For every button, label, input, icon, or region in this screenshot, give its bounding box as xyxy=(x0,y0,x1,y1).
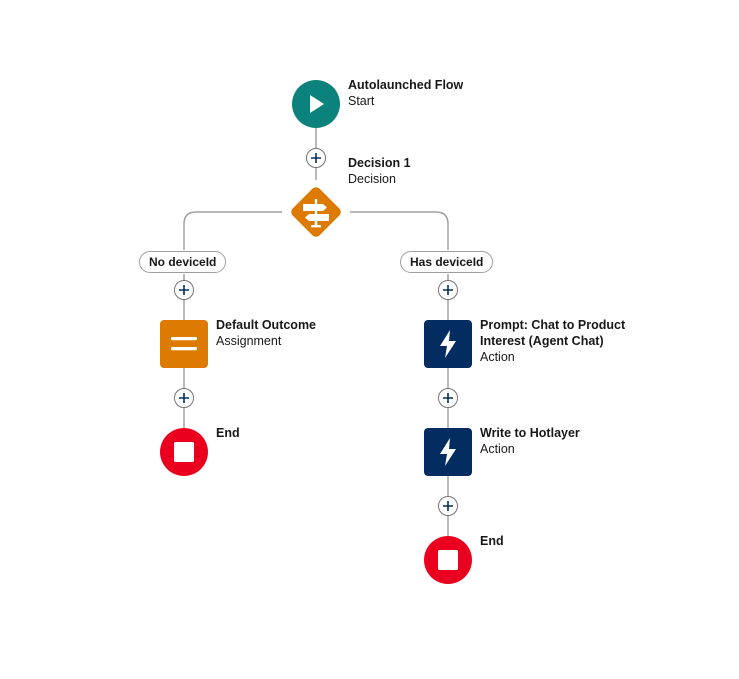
action-title-hotlayer: Write to Hotlayer xyxy=(480,426,580,440)
assignment-node[interactable] xyxy=(160,320,208,368)
lightning-bolt-icon xyxy=(440,330,456,358)
plus-icon xyxy=(179,285,189,295)
plus-icon xyxy=(311,153,321,163)
action-label-hotlayer: Write to Hotlayer Action xyxy=(480,425,580,457)
decision-node[interactable] xyxy=(283,179,349,245)
lightning-bolt-icon xyxy=(440,438,456,466)
start-subtitle: Start xyxy=(348,94,375,108)
end-title-right: End xyxy=(480,534,504,548)
plus-icon xyxy=(443,393,453,403)
action-node-hotlayer[interactable] xyxy=(424,428,472,476)
stop-icon xyxy=(174,442,194,462)
assignment-label: Default Outcome Assignment xyxy=(216,317,316,349)
end-label-left: End xyxy=(216,425,240,441)
add-element-button[interactable] xyxy=(438,496,458,516)
outcome-has-deviceid[interactable]: Has deviceId xyxy=(400,251,494,273)
action-subtitle-hotlayer: Action xyxy=(480,442,515,456)
end-node-right[interactable] xyxy=(424,536,472,584)
start-title: Autolaunched Flow xyxy=(348,78,464,92)
add-element-button[interactable] xyxy=(438,388,458,408)
decision-label: Decision 1 Decision xyxy=(348,155,411,187)
assignment-title: Default Outcome xyxy=(216,318,317,332)
end-title-left: End xyxy=(216,426,240,440)
add-element-button[interactable] xyxy=(174,388,194,408)
end-node-left[interactable] xyxy=(160,428,208,476)
stop-icon xyxy=(438,550,458,570)
plus-icon xyxy=(443,285,453,295)
action-label-prompt: Prompt: Chat to Product Interest (Agent … xyxy=(480,317,625,365)
assignment-subtitle: Assignment xyxy=(216,334,282,348)
add-element-button[interactable] xyxy=(306,148,326,168)
decision-title: Decision 1 xyxy=(348,156,411,170)
plus-icon xyxy=(179,393,189,403)
end-label-right: End xyxy=(480,533,504,549)
outcome-no-deviceid[interactable]: No deviceId xyxy=(139,251,227,273)
action-subtitle-prompt: Action xyxy=(480,350,515,364)
equals-icon xyxy=(171,337,197,351)
action-title-line2: Interest (Agent Chat) xyxy=(480,334,604,348)
add-element-button[interactable] xyxy=(174,280,194,300)
action-title-line1: Prompt: Chat to Product xyxy=(480,318,626,332)
signpost-icon xyxy=(291,187,341,237)
play-icon xyxy=(310,95,324,113)
plus-icon xyxy=(443,501,453,511)
start-label: Autolaunched Flow Start xyxy=(348,77,463,109)
decision-subtitle: Decision xyxy=(348,172,396,186)
start-node[interactable] xyxy=(292,80,340,128)
add-element-button[interactable] xyxy=(438,280,458,300)
action-node-prompt[interactable] xyxy=(424,320,472,368)
